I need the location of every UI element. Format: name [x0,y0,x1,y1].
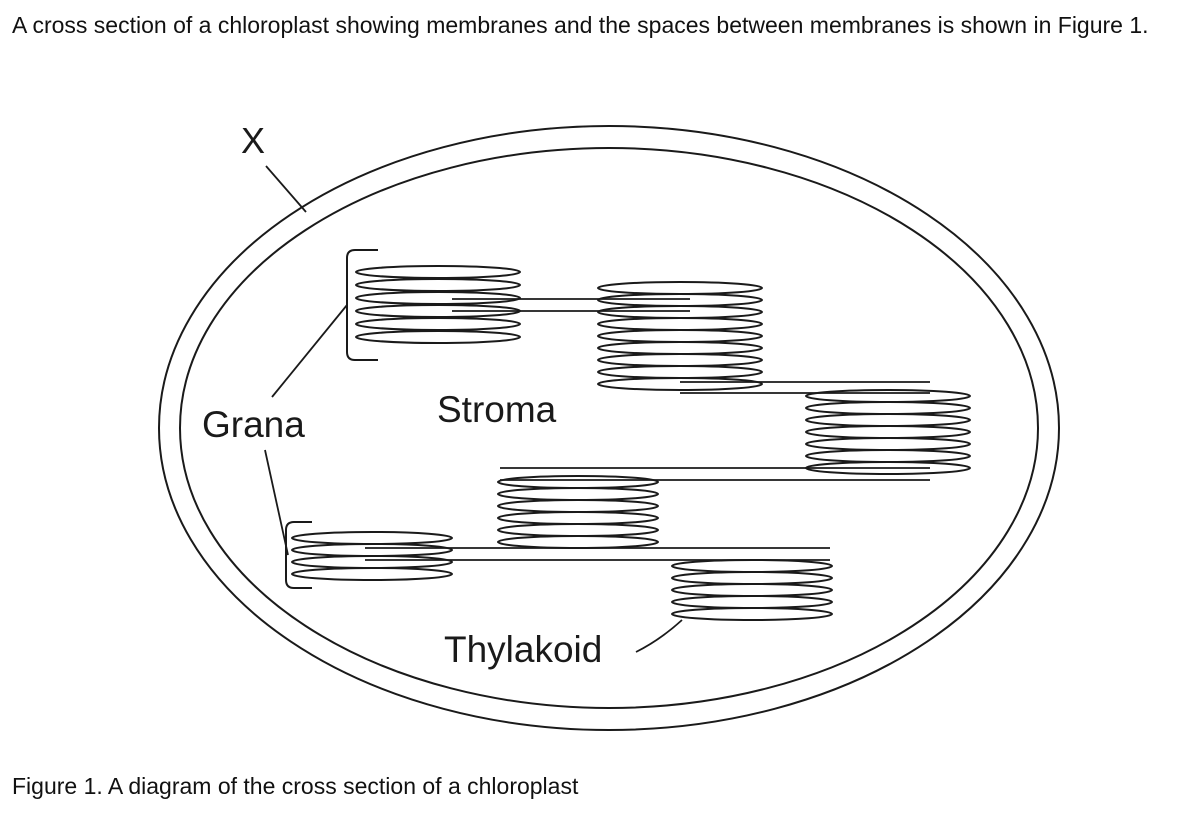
outer-membrane [158,125,1060,731]
x-label: X [241,120,265,161]
grana-bracket [346,249,378,361]
stroma-label: Stroma [437,389,557,430]
granum [805,389,971,475]
grana-leader-line [264,449,289,556]
grana-bracket [285,521,312,589]
figure-caption: Figure 1. A diagram of the cross section… [12,773,579,799]
thylakoid-label: Thylakoid [444,629,602,670]
granum [355,265,521,344]
thylakoid-leader-line [635,619,683,653]
stroma-lamellae [365,298,930,561]
inner-membrane [179,147,1039,709]
x-leader-line [265,165,307,213]
granum [597,281,763,391]
granum [497,475,659,549]
grana-leader-line [271,304,348,398]
grana-label: Grana [202,404,305,445]
granum [291,531,453,581]
granum [671,559,833,621]
intro-text: A cross section of a chloroplast showing… [12,12,1149,38]
